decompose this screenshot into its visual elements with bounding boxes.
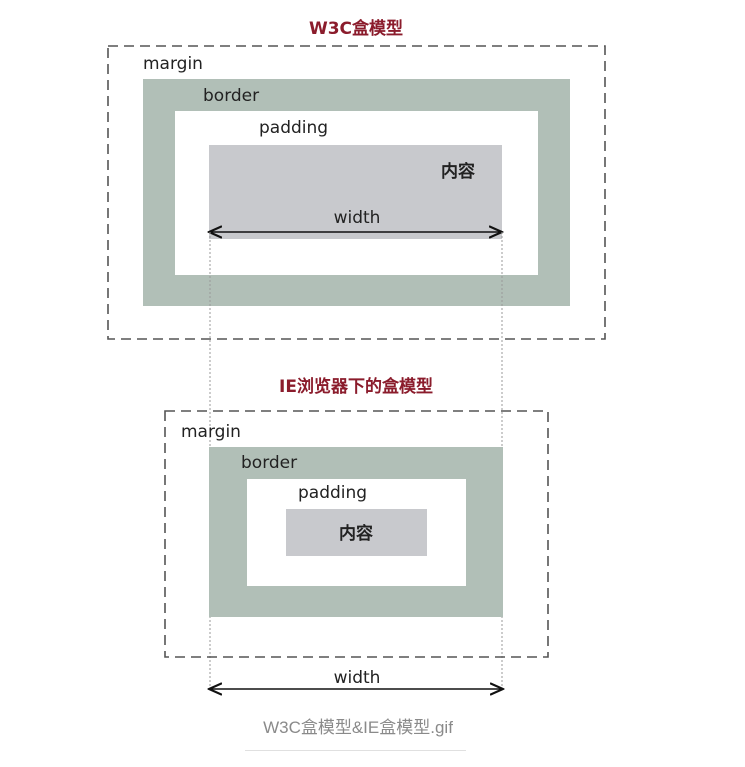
- w3c-padding-label: padding: [259, 118, 328, 138]
- w3c-border-label: border: [203, 86, 259, 106]
- ie-content-label: 内容: [339, 523, 373, 544]
- w3c-width-label: width: [334, 208, 381, 228]
- ie-border-label: border: [241, 453, 297, 473]
- w3c-margin-area: [107, 45, 606, 340]
- caption-divider: [245, 750, 466, 751]
- ie-padding-label: padding: [298, 483, 367, 503]
- w3c-content-area: [209, 145, 502, 239]
- w3c-box-model: W3C盒模型 margin border padding 内容 width: [107, 18, 606, 340]
- ie-content-area: [286, 509, 427, 556]
- ie-margin-label: margin: [181, 422, 241, 442]
- ie-title: IE浏览器下的盒模型: [279, 376, 433, 397]
- ie-margin-area: [164, 410, 549, 658]
- image-caption: W3C盒模型&IE盒模型.gif: [263, 718, 453, 737]
- w3c-title: W3C盒模型: [309, 18, 403, 39]
- w3c-margin-label: margin: [143, 54, 203, 74]
- ie-width-label: width: [334, 668, 381, 688]
- ie-box-model: IE浏览器下的盒模型 margin border padding 内容 widt…: [164, 376, 549, 689]
- w3c-content-label: 内容: [441, 161, 475, 182]
